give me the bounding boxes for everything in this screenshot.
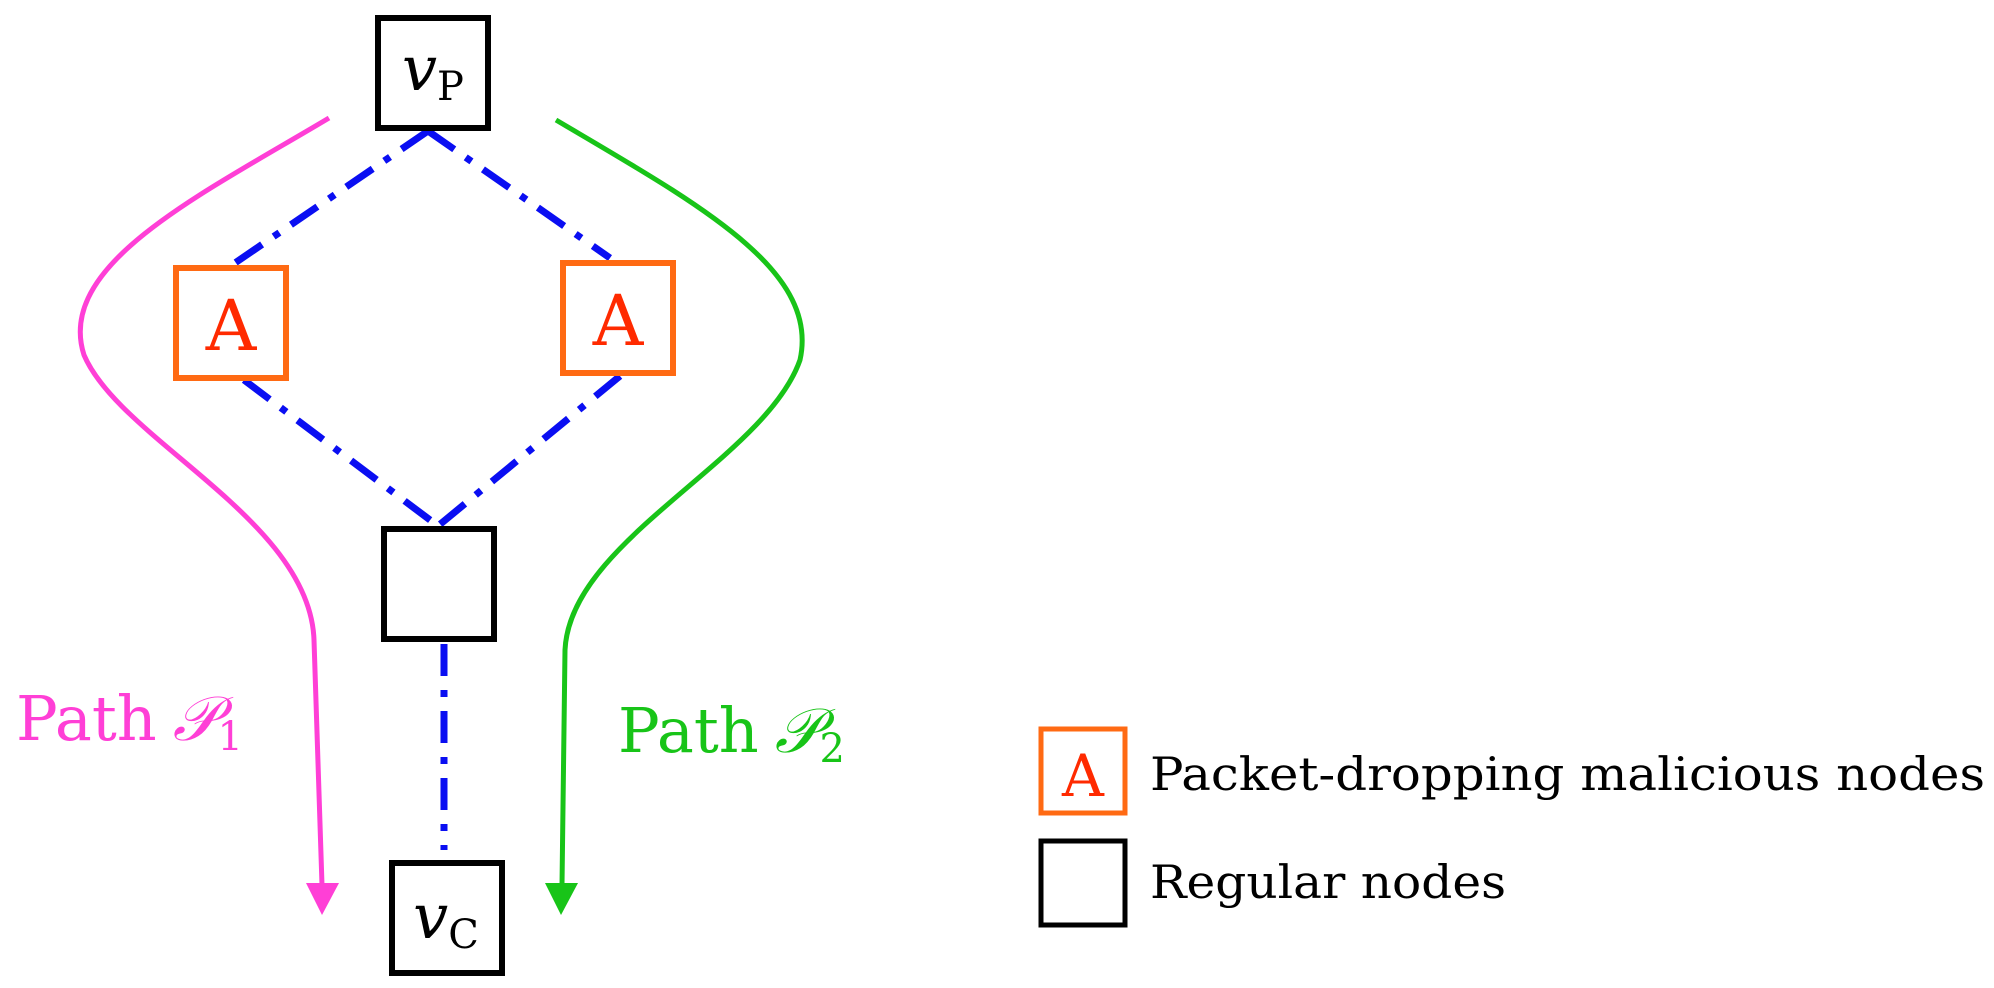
legend-text-malicious: Packet-dropping malicious nodes [1150, 747, 1985, 801]
legend-swatch-regular [1038, 838, 1128, 928]
legend-item-regular: Regular nodes [1038, 838, 1506, 928]
legend-swatch-malicious-label: A [1061, 742, 1105, 810]
path-1-arrowhead [306, 883, 339, 915]
node-vc-label: vC [413, 880, 479, 958]
node-malicious-left-box [173, 265, 289, 381]
node-vc: vC [389, 860, 505, 976]
node-malicious-left-label: A [205, 285, 258, 367]
path-2 [545, 117, 805, 915]
link-left-malicious-to-middle [241, 377, 441, 529]
node-middle-box [381, 526, 497, 642]
link-top-to-right-malicious [425, 128, 613, 261]
node-middle [381, 526, 497, 642]
node-vp: vP [375, 15, 491, 131]
legend-item-malicious: A Packet-dropping malicious nodes [1038, 726, 1985, 816]
node-vp-box [375, 15, 491, 131]
node-malicious-left: A [173, 265, 289, 381]
node-malicious-right: A [560, 260, 676, 376]
node-malicious-right-label: A [592, 280, 645, 362]
legend: A Packet-dropping malicious nodes Regula… [1038, 726, 1985, 928]
node-vp-label: vP [402, 32, 464, 110]
node-vc-box [389, 860, 505, 976]
path-2-curve [554, 117, 805, 886]
node-malicious-right-box [560, 260, 676, 376]
path-1-curve [77, 115, 331, 886]
link-top-to-left-malicious [230, 128, 430, 268]
path-1 [77, 115, 339, 915]
legend-text-regular: Regular nodes [1150, 855, 1506, 909]
links [230, 128, 623, 850]
link-right-malicious-to-middle [435, 373, 623, 529]
path-2-arrowhead [545, 883, 578, 915]
legend-swatch-malicious [1038, 726, 1128, 816]
